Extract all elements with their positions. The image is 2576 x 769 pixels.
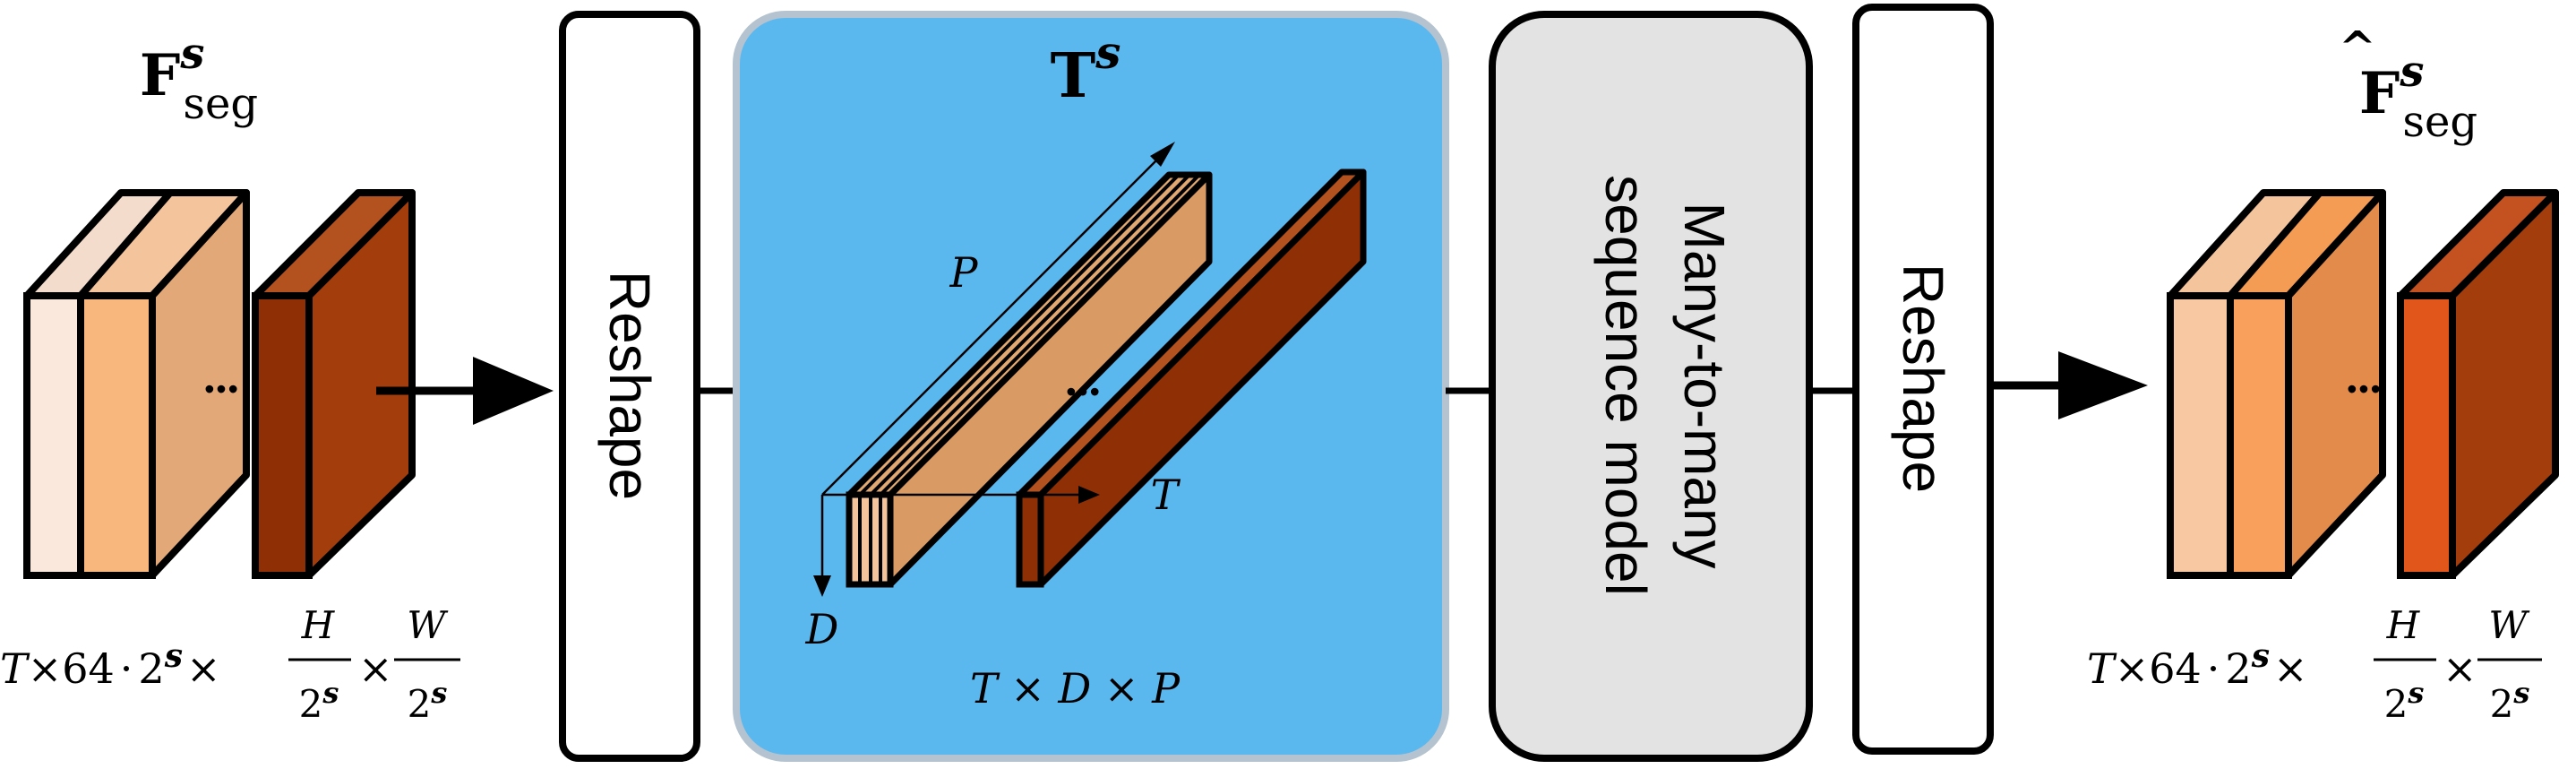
output-slab-1-front (2167, 292, 2234, 579)
tensor-title: Ts (1051, 26, 1121, 112)
tensor-bar-light (846, 171, 1213, 588)
svg-text:H: H (2386, 603, 2421, 647)
sequence-model-block: Many-to-many sequence model (1489, 11, 1813, 762)
svg-text:T×64·2s×: T×64·2s× (2087, 637, 2308, 693)
input-title-sup: s (179, 29, 204, 79)
svg-text:H: H (301, 603, 336, 647)
axis-D-label: D (805, 605, 839, 653)
svg-text:×: × (2443, 644, 2477, 693)
output-dims: T×64·2s× H 2s × W 2s (2087, 603, 2542, 726)
reshape-right-label: Reshape (1891, 264, 1955, 493)
output-ellipsis: ••• (2347, 373, 2383, 405)
axis-T-arrow (822, 486, 1100, 504)
svg-text:2s: 2s (299, 676, 339, 726)
input-title-main: F (140, 42, 180, 109)
input-slab-3-front (252, 292, 313, 579)
axis-P-label: P (949, 248, 979, 297)
tensor-panel: Ts P ••• (733, 11, 1449, 762)
svg-text:×: × (358, 644, 393, 693)
output-slab-3-front (2397, 292, 2456, 579)
arrow-input-to-reshape (376, 357, 554, 425)
reshape-left-block: Reshape (559, 11, 700, 762)
tensor-dims: T × D × P (970, 664, 1181, 713)
output-title-sup: s (2399, 47, 2424, 97)
output-slab-2-front (2227, 292, 2292, 579)
input-slab-1-front (23, 292, 84, 579)
tensor-ellipsis: ••• (1066, 376, 1102, 408)
svg-text:T×64·2s×: T×64·2s× (0, 637, 221, 693)
sequence-model-line1: Many-to-many (1672, 203, 1737, 569)
reshape-right-block: Reshape (1852, 4, 1994, 755)
axis-T-label: T (1151, 471, 1181, 519)
axis-P-arrow (821, 142, 1175, 496)
input-ellipsis: ••• (204, 373, 240, 405)
svg-text:W: W (2488, 603, 2530, 647)
reshape-left-label: Reshape (597, 271, 662, 500)
output-title-hat: ^ (2339, 21, 2376, 73)
input-title-sub: seg (183, 79, 258, 129)
sequence-model-line2: sequence model (1593, 175, 1658, 596)
axis-D-arrow (813, 495, 831, 597)
input-dims: T×64·2s× H 2s × W 2s (0, 603, 460, 726)
output-title-sub: seg (2402, 97, 2477, 147)
svg-text:2s: 2s (2490, 676, 2530, 726)
output-title-main: F (2359, 60, 2400, 127)
svg-text:W: W (407, 603, 449, 647)
arrow-reshape-to-output (1990, 351, 2148, 419)
svg-text:2s: 2s (2384, 676, 2425, 726)
tensor-panel-bg (733, 11, 1449, 762)
svg-text:2s: 2s (408, 676, 448, 726)
input-slab-2-front (77, 292, 156, 579)
